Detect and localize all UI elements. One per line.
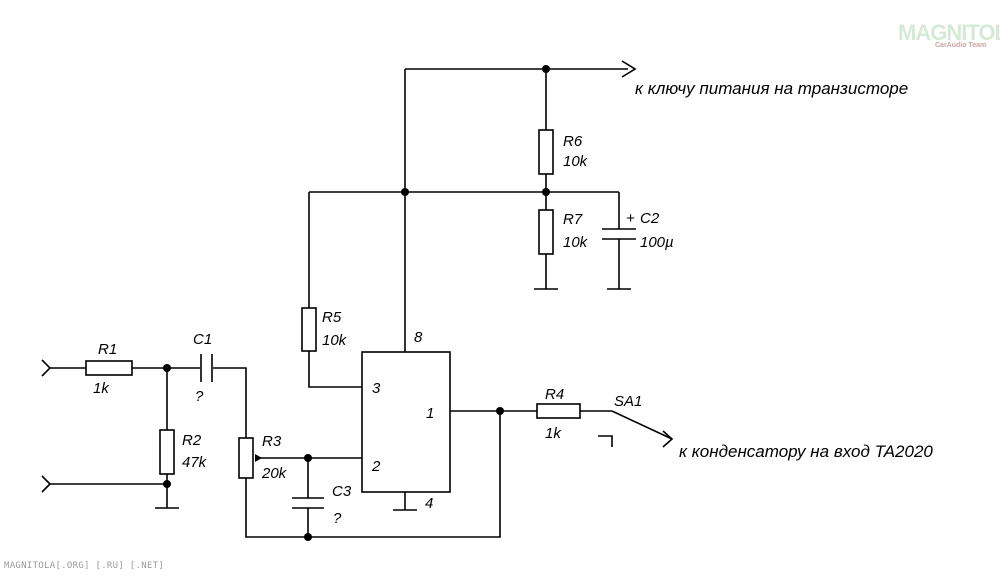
r6-value: 10k bbox=[563, 153, 589, 170]
c2-value: 100µ bbox=[640, 234, 674, 251]
ic-pin-2: 2 bbox=[371, 458, 381, 475]
c3-name: C3 bbox=[332, 483, 352, 500]
r2-name: R2 bbox=[182, 432, 202, 449]
capacitor-c2 bbox=[602, 228, 636, 240]
junctions bbox=[163, 65, 550, 541]
components bbox=[85, 129, 636, 509]
c1-value: ? bbox=[195, 388, 204, 405]
r1-value: 1k bbox=[93, 380, 110, 397]
resistor-r6 bbox=[538, 129, 554, 175]
resistor-r1 bbox=[85, 360, 133, 376]
junction-dot bbox=[401, 188, 409, 196]
resistor-r2 bbox=[159, 429, 175, 475]
footer-watermark: MAGNITOLA[.ORG] [.RU] [.NET] bbox=[4, 561, 165, 571]
ic-pin-3: 3 bbox=[372, 380, 381, 397]
c2-name: C2 bbox=[640, 210, 660, 227]
junction-dot bbox=[163, 480, 171, 488]
r5-value: 10k bbox=[322, 332, 348, 349]
watermark-team: CarAudio Team bbox=[935, 42, 986, 49]
r5-name: R5 bbox=[322, 309, 342, 326]
power-key-label: к ключу питания на транзисторе bbox=[635, 79, 908, 98]
c1-name: C1 bbox=[193, 331, 212, 348]
resistor-r5 bbox=[301, 307, 317, 352]
r6-name: R6 bbox=[563, 133, 583, 150]
junction-dot bbox=[496, 407, 504, 415]
c3-value: ? bbox=[333, 510, 342, 527]
resistor-r7 bbox=[538, 209, 554, 255]
ic-pin-1: 1 bbox=[426, 405, 434, 422]
r7-name: R7 bbox=[563, 211, 583, 228]
junction-dot bbox=[163, 364, 171, 372]
r1-name: R1 bbox=[98, 341, 117, 358]
potentiometer-r3 bbox=[238, 437, 254, 479]
junction-dot bbox=[542, 188, 550, 196]
to-capacitor-label: к конденсатору на вход TA2020 bbox=[679, 442, 933, 461]
r2-value: 47k bbox=[182, 454, 208, 471]
junction-dot bbox=[542, 65, 550, 73]
r7-value: 10k bbox=[563, 234, 589, 251]
labels: к ключу питания на транзисторе к конденс… bbox=[93, 79, 933, 527]
r3-value: 20k bbox=[261, 465, 288, 482]
wiper-arrow-icon bbox=[255, 454, 262, 462]
r4-value: 1k bbox=[545, 425, 562, 442]
ic-chip bbox=[361, 351, 451, 493]
resistor-r4 bbox=[536, 403, 581, 419]
c2-polarity: + bbox=[626, 210, 635, 227]
capacitor-c3 bbox=[292, 497, 324, 509]
ic-pin-4: 4 bbox=[425, 495, 433, 512]
r4-name: R4 bbox=[545, 386, 564, 403]
sa1-name: SA1 bbox=[614, 393, 642, 410]
r3-name: R3 bbox=[262, 433, 282, 450]
junction-dot bbox=[304, 533, 312, 541]
junction-dot bbox=[304, 454, 312, 462]
capacitor-c1 bbox=[200, 354, 213, 382]
wires bbox=[41, 60, 674, 538]
watermark-logo: MAGNITOLA bbox=[898, 20, 1000, 45]
ic-pin-8: 8 bbox=[414, 329, 423, 346]
